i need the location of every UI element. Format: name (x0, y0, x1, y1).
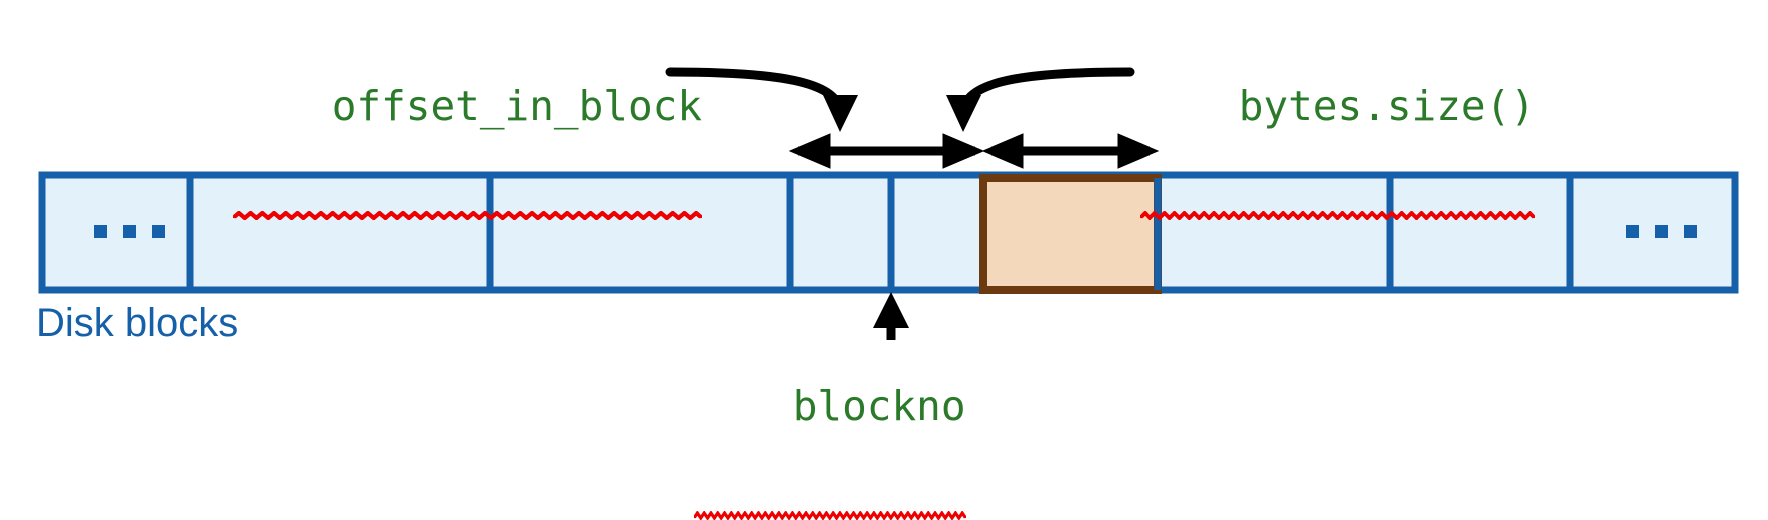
highlighted-write-region (979, 174, 1162, 294)
blockno-pointer-arrow (873, 292, 909, 340)
spellcheck-squiggle-icon (1140, 211, 1535, 220)
offset-in-block-leader (665, 67, 858, 132)
ellipsis-right (1626, 225, 1697, 238)
ellipsis-dot (152, 225, 165, 238)
bytes-size-text: bytes.size() (1238, 82, 1535, 130)
bytes-size-label: bytes.size() (1140, 45, 1535, 220)
blockno-text: blockno (792, 382, 966, 430)
bytes-size-measure-arrow (981, 133, 1160, 169)
offset-in-block-measure-arrow (788, 133, 985, 169)
ellipsis-dot (94, 225, 107, 238)
ellipsis-dot (1655, 225, 1668, 238)
spellcheck-squiggle-icon (233, 211, 703, 220)
ellipsis-dot (1626, 225, 1639, 238)
offset-in-block-text: offset_in_block (331, 82, 703, 130)
offset-in-block-label: offset_in_block (233, 45, 703, 220)
disk-block-strip (38, 171, 1739, 294)
measure-arrows (788, 133, 1160, 169)
blockno-label: blockno (694, 345, 966, 520)
diagram-canvas: offset_in_block bytes.size() blockno Dis… (36, 45, 1739, 520)
spellcheck-squiggle-icon (694, 511, 966, 520)
bytes-size-leader (946, 67, 1135, 132)
diagram-vector-layer (38, 67, 1739, 340)
ellipsis-dot (1684, 225, 1697, 238)
disk-blocks-caption: Disk blocks (36, 301, 239, 345)
ellipsis-dot (123, 225, 136, 238)
ellipsis-left (94, 225, 165, 238)
